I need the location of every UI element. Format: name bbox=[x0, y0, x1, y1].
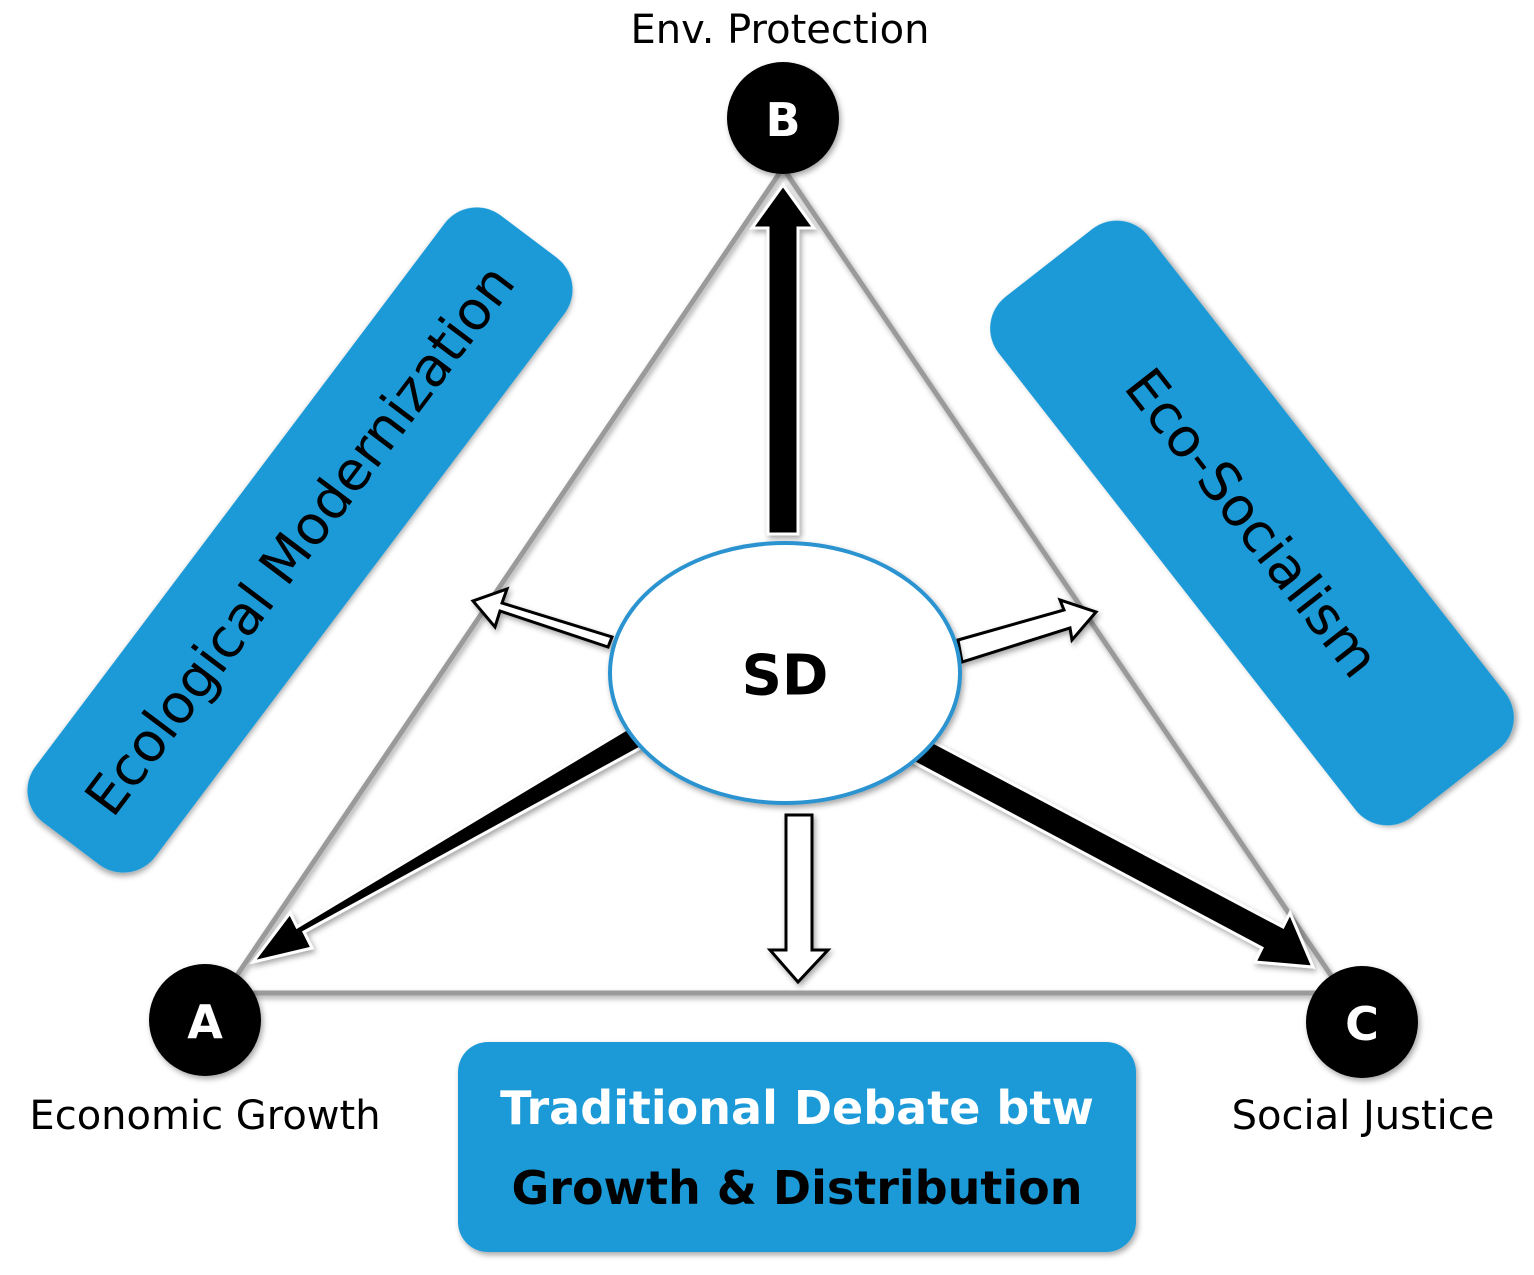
vertex-a-caption: Economic Growth bbox=[29, 1093, 380, 1139]
arrow-sd-to-left-side bbox=[470, 586, 614, 649]
triangle-outline bbox=[220, 163, 1348, 996]
traditional-debate-line1: Traditional Debate btw bbox=[500, 1081, 1094, 1135]
arrow-sd-to-a bbox=[249, 724, 645, 965]
ecological-modernization-box bbox=[27, 207, 573, 873]
vertex-b-node bbox=[727, 62, 839, 174]
eco-socialism-box bbox=[990, 220, 1514, 826]
vertex-b-letter: B bbox=[765, 93, 800, 147]
vertex-a-letter: A bbox=[187, 995, 223, 1049]
traditional-debate-line2: Growth & Distribution bbox=[512, 1161, 1083, 1215]
arrow-sd-to-right-side bbox=[956, 597, 1099, 664]
sd-center-ellipse bbox=[608, 541, 962, 805]
sd-label: SD bbox=[742, 644, 829, 709]
arrow-sd-to-b bbox=[749, 182, 817, 536]
vertex-a-node bbox=[149, 964, 261, 1076]
traditional-debate-box bbox=[458, 1042, 1136, 1252]
vertex-c-caption: Social Justice bbox=[1232, 1093, 1495, 1139]
vertex-c-node bbox=[1306, 966, 1418, 1078]
arrow-sd-to-c bbox=[897, 732, 1316, 969]
arrow-sd-to-bottom-side bbox=[766, 813, 832, 985]
vertex-b-caption: Env. Protection bbox=[631, 7, 930, 53]
ecological-modernization-label: Ecological Modernization bbox=[73, 253, 527, 827]
vertex-c-letter: C bbox=[1345, 997, 1379, 1051]
